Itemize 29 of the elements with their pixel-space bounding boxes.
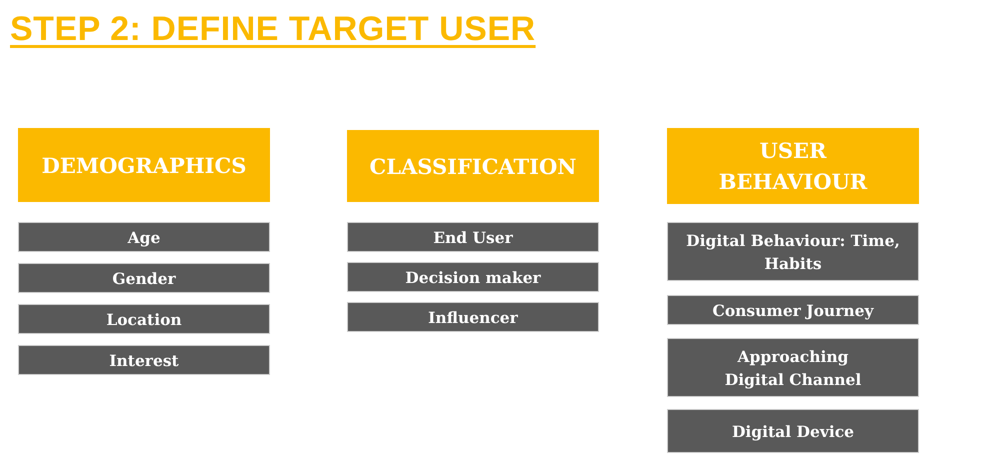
attribute-label: End User — [433, 226, 513, 248]
attribute-label: Digital Behaviour: Time, Habits — [685, 230, 901, 274]
attribute-box — [18, 263, 270, 293]
category-heading: DEMOGRAPHICS — [42, 152, 246, 180]
attribute-box — [667, 222, 919, 281]
attribute-label: Approaching Digital Channel — [724, 346, 862, 390]
attribute-box — [347, 222, 599, 252]
category-heading: CLASSIFICATION — [370, 152, 576, 180]
category-heading: USER BEHAVIOUR — [718, 137, 868, 196]
attribute-label: Location — [106, 308, 182, 330]
attribute-box — [667, 409, 919, 453]
attribute-label: Consumer Journey — [712, 300, 874, 322]
category-header-box — [18, 128, 270, 202]
attribute-box — [18, 222, 270, 252]
attribute-label: Interest — [109, 350, 179, 372]
attribute-box — [347, 302, 599, 332]
attribute-box — [667, 338, 919, 397]
category-header-box — [347, 130, 599, 202]
attribute-label: Decision maker — [405, 266, 541, 288]
attribute-box — [18, 345, 270, 375]
attribute-box — [667, 295, 919, 325]
attribute-label: Digital Device — [732, 420, 854, 442]
attribute-label: Age — [128, 226, 160, 248]
attribute-box — [18, 304, 270, 334]
category-header-box — [667, 128, 919, 204]
attribute-label: Gender — [112, 268, 176, 290]
attribute-label: Influencer — [428, 306, 518, 328]
attribute-box — [347, 262, 599, 292]
page-title: STEP 2: DEFINE TARGET USER — [10, 9, 536, 50]
